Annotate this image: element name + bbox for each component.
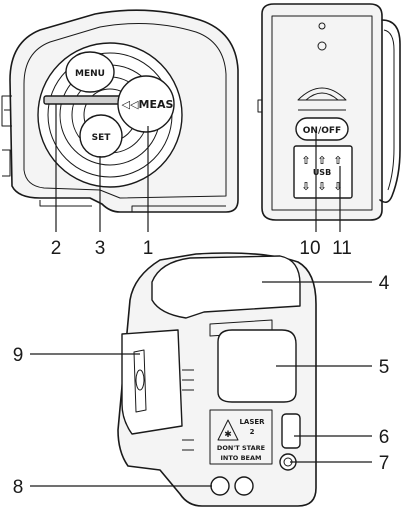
side-dial-arc <box>297 87 347 101</box>
side-screw-hole-top <box>318 22 326 30</box>
laser-label-line2: 2 <box>250 428 255 436</box>
set-button-label: SET <box>92 133 112 143</box>
laser-label-line4: INTO BEAM <box>221 454 262 462</box>
menu-button[interactable]: MENU <box>65 51 115 93</box>
rear-belt-clip-slot <box>133 349 147 413</box>
side-dial-arc-inner <box>305 92 339 101</box>
laser-warning-icon-glyph: ✱ <box>224 430 232 440</box>
callout-6: 6 <box>379 427 390 448</box>
laser-warning-icon <box>217 419 239 441</box>
front-view: MENU ◁◁ MEAS SET <box>1 9 239 213</box>
usb-label: USB <box>313 168 331 177</box>
laser-warning-label: ✱ LASER 2 DON'T STARE INTO BEAM <box>209 409 273 465</box>
front-foot <box>39 200 226 212</box>
callout-1: 1 <box>143 238 154 259</box>
front-side-strip <box>1 95 12 177</box>
side-belt-clip <box>379 19 401 204</box>
side-view: ON/OFF ⇧ ⇧ ⇧ USB ⇩ ⇩ ⇩ <box>257 3 401 221</box>
on-off-button-label: ON/OFF <box>303 126 341 136</box>
callout-3: 3 <box>95 238 106 259</box>
rear-belt-clip <box>121 329 183 435</box>
rear-belt-clip-hole <box>135 369 145 391</box>
callout-11: 11 <box>332 238 352 259</box>
callout-5: 5 <box>379 357 390 378</box>
callout-2: 2 <box>51 238 62 259</box>
callout-7: 7 <box>379 453 390 474</box>
usb-port-cover[interactable]: ⇧ ⇧ ⇧ USB ⇩ ⇩ ⇩ <box>293 145 353 199</box>
rear-view: ✱ LASER 2 DON'T STARE INTO BEAM <box>117 252 317 507</box>
on-off-button[interactable]: ON/OFF <box>295 117 349 141</box>
callout-9: 9 <box>13 345 24 366</box>
up-arrow-icon: ⇧ <box>333 154 342 167</box>
callout-10: 10 <box>299 238 320 259</box>
laser-label-line3: DON'T STARE <box>217 444 265 452</box>
side-screw-hole <box>317 41 327 51</box>
down-arrow-icon: ⇩ <box>333 180 342 193</box>
rear-bottom-hole-right <box>234 476 254 496</box>
side-housing-inner <box>271 15 373 211</box>
down-arrow-icon: ⇩ <box>317 180 326 193</box>
rear-top-face <box>151 255 301 319</box>
rear-bottom-hole-left <box>210 476 230 496</box>
side-belt-clip-inner <box>383 29 395 191</box>
rear-side-ribs <box>182 369 194 451</box>
menu-button-label: MENU <box>75 69 105 79</box>
set-button[interactable]: SET <box>79 114 123 158</box>
down-arrow-icon: ⇩ <box>301 180 310 193</box>
meas-button-label: MEAS <box>139 98 174 111</box>
up-arrow-icon: ⇧ <box>301 154 310 167</box>
rear-housing <box>117 252 317 507</box>
callout-4: 4 <box>379 273 390 294</box>
front-housing-inner <box>23 22 227 199</box>
meas-button[interactable]: ◁◁ MEAS <box>117 75 175 133</box>
side-notch <box>257 99 262 113</box>
callout-leaders <box>30 104 372 487</box>
laser-label-line1: LASER <box>239 418 265 426</box>
rear-receiver-window <box>281 413 301 449</box>
up-arrow-icon: ⇧ <box>317 154 326 167</box>
front-slot <box>43 95 127 105</box>
rear-laser-window <box>217 329 297 403</box>
callout-numbers: 1 2 3 4 5 6 7 8 9 10 11 <box>13 238 390 498</box>
callout-8: 8 <box>13 477 24 498</box>
meas-arrow-icon: ◁◁ <box>122 98 139 111</box>
